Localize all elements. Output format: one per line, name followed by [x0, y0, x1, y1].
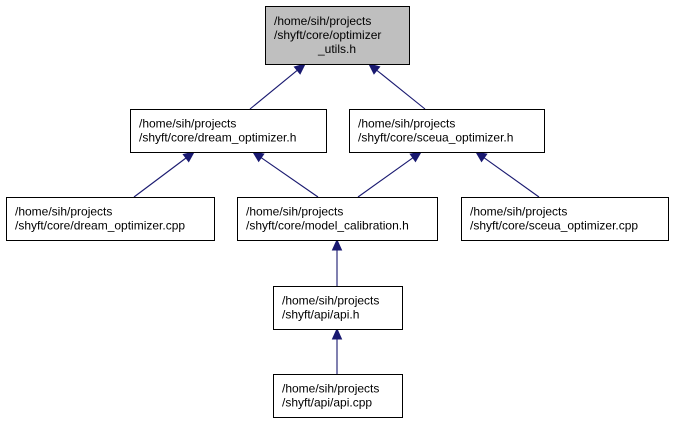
edge-model_calibration_h-to-sceua_optimizer_h: [357, 151, 422, 198]
node-sceua-optimizer-h[interactable]: /home/sih/projects/shyft/core/sceua_opti…: [349, 109, 545, 153]
edge-line: [376, 69, 426, 110]
arrowhead-icon: [251, 151, 265, 163]
node-box: [237, 197, 438, 241]
node-label-line: /shyft/core/dream_optimizer.cpp: [15, 219, 185, 233]
edge-dream_optimizer_cpp-to-dream_optimizer_h: [133, 151, 195, 198]
arrowhead-icon: [182, 151, 195, 163]
edge-line: [357, 157, 414, 198]
node-label-line: /home/sih/projects: [139, 117, 236, 131]
edge-line: [133, 157, 187, 198]
node-model-calibration-h[interactable]: /home/sih/projects/shyft/core/model_cali…: [237, 197, 438, 241]
node-box: [349, 109, 545, 153]
node-dream-optimizer-cpp[interactable]: /home/sih/projects/shyft/core/dream_opti…: [6, 197, 215, 241]
node-label-line: _utils.h: [317, 42, 356, 56]
arrowhead-icon: [293, 63, 306, 75]
node-label-line: /home/sih/projects: [282, 294, 379, 308]
arrowhead-icon: [331, 327, 343, 340]
edge-line: [260, 157, 319, 198]
node-label-line: /shyft/core/sceua_optimizer.cpp: [470, 219, 638, 233]
node-label-line: /shyft/api/api.cpp: [282, 396, 372, 410]
node-box: [461, 197, 669, 241]
edge-line: [483, 157, 540, 198]
edge-sceua_optimizer_h-to-optimizer_utils: [368, 63, 426, 110]
node-api-h[interactable]: /home/sih/projects/shyft/api/api.h: [273, 286, 403, 330]
arrowhead-icon: [409, 151, 422, 163]
node-label-line: /shyft/core/sceua_optimizer.h: [358, 131, 513, 145]
edge-api_cpp-to-api_h: [331, 327, 343, 374]
node-dream-optimizer-h[interactable]: /home/sih/projects/shyft/core/dream_opti…: [130, 109, 327, 153]
node-label-line: /shyft/api/api.h: [282, 308, 359, 322]
edge-line: [249, 69, 298, 110]
edge-api_h-to-model_calibration_h: [331, 238, 343, 286]
node-label-line: /home/sih/projects: [246, 205, 343, 219]
node-label-line: /shyft/core/model_calibration.h: [246, 219, 409, 233]
node-optimizer-utils: /home/sih/projects/shyft/core/optimizer_…: [265, 6, 410, 65]
node-label-line: /home/sih/projects: [15, 205, 112, 219]
arrowhead-icon: [475, 151, 488, 163]
edge-model_calibration_h-to-dream_optimizer_h: [251, 151, 319, 198]
node-sceua-optimizer-cpp[interactable]: /home/sih/projects/shyft/core/sceua_opti…: [461, 197, 669, 241]
node-label-line: /shyft/core/dream_optimizer.h: [139, 131, 296, 145]
node-box: [6, 197, 215, 241]
node-label-line: /home/sih/projects: [358, 117, 455, 131]
node-label-line: /home/sih/projects: [470, 205, 567, 219]
node-api-cpp[interactable]: /home/sih/projects/shyft/api/api.cpp: [273, 374, 403, 418]
arrowhead-icon: [331, 238, 343, 251]
node-box: [265, 6, 410, 65]
node-box: [273, 374, 403, 418]
node-label-line: /home/sih/projects: [274, 14, 371, 28]
node-label-line: /shyft/core/optimizer: [274, 28, 381, 42]
arrowhead-icon: [368, 63, 381, 75]
node-box: [273, 286, 403, 330]
edge-dream_optimizer_h-to-optimizer_utils: [249, 63, 306, 110]
edge-sceua_optimizer_cpp-to-sceua_optimizer_h: [475, 151, 540, 198]
node-label-line: /home/sih/projects: [282, 382, 379, 396]
node-box: [130, 109, 327, 153]
